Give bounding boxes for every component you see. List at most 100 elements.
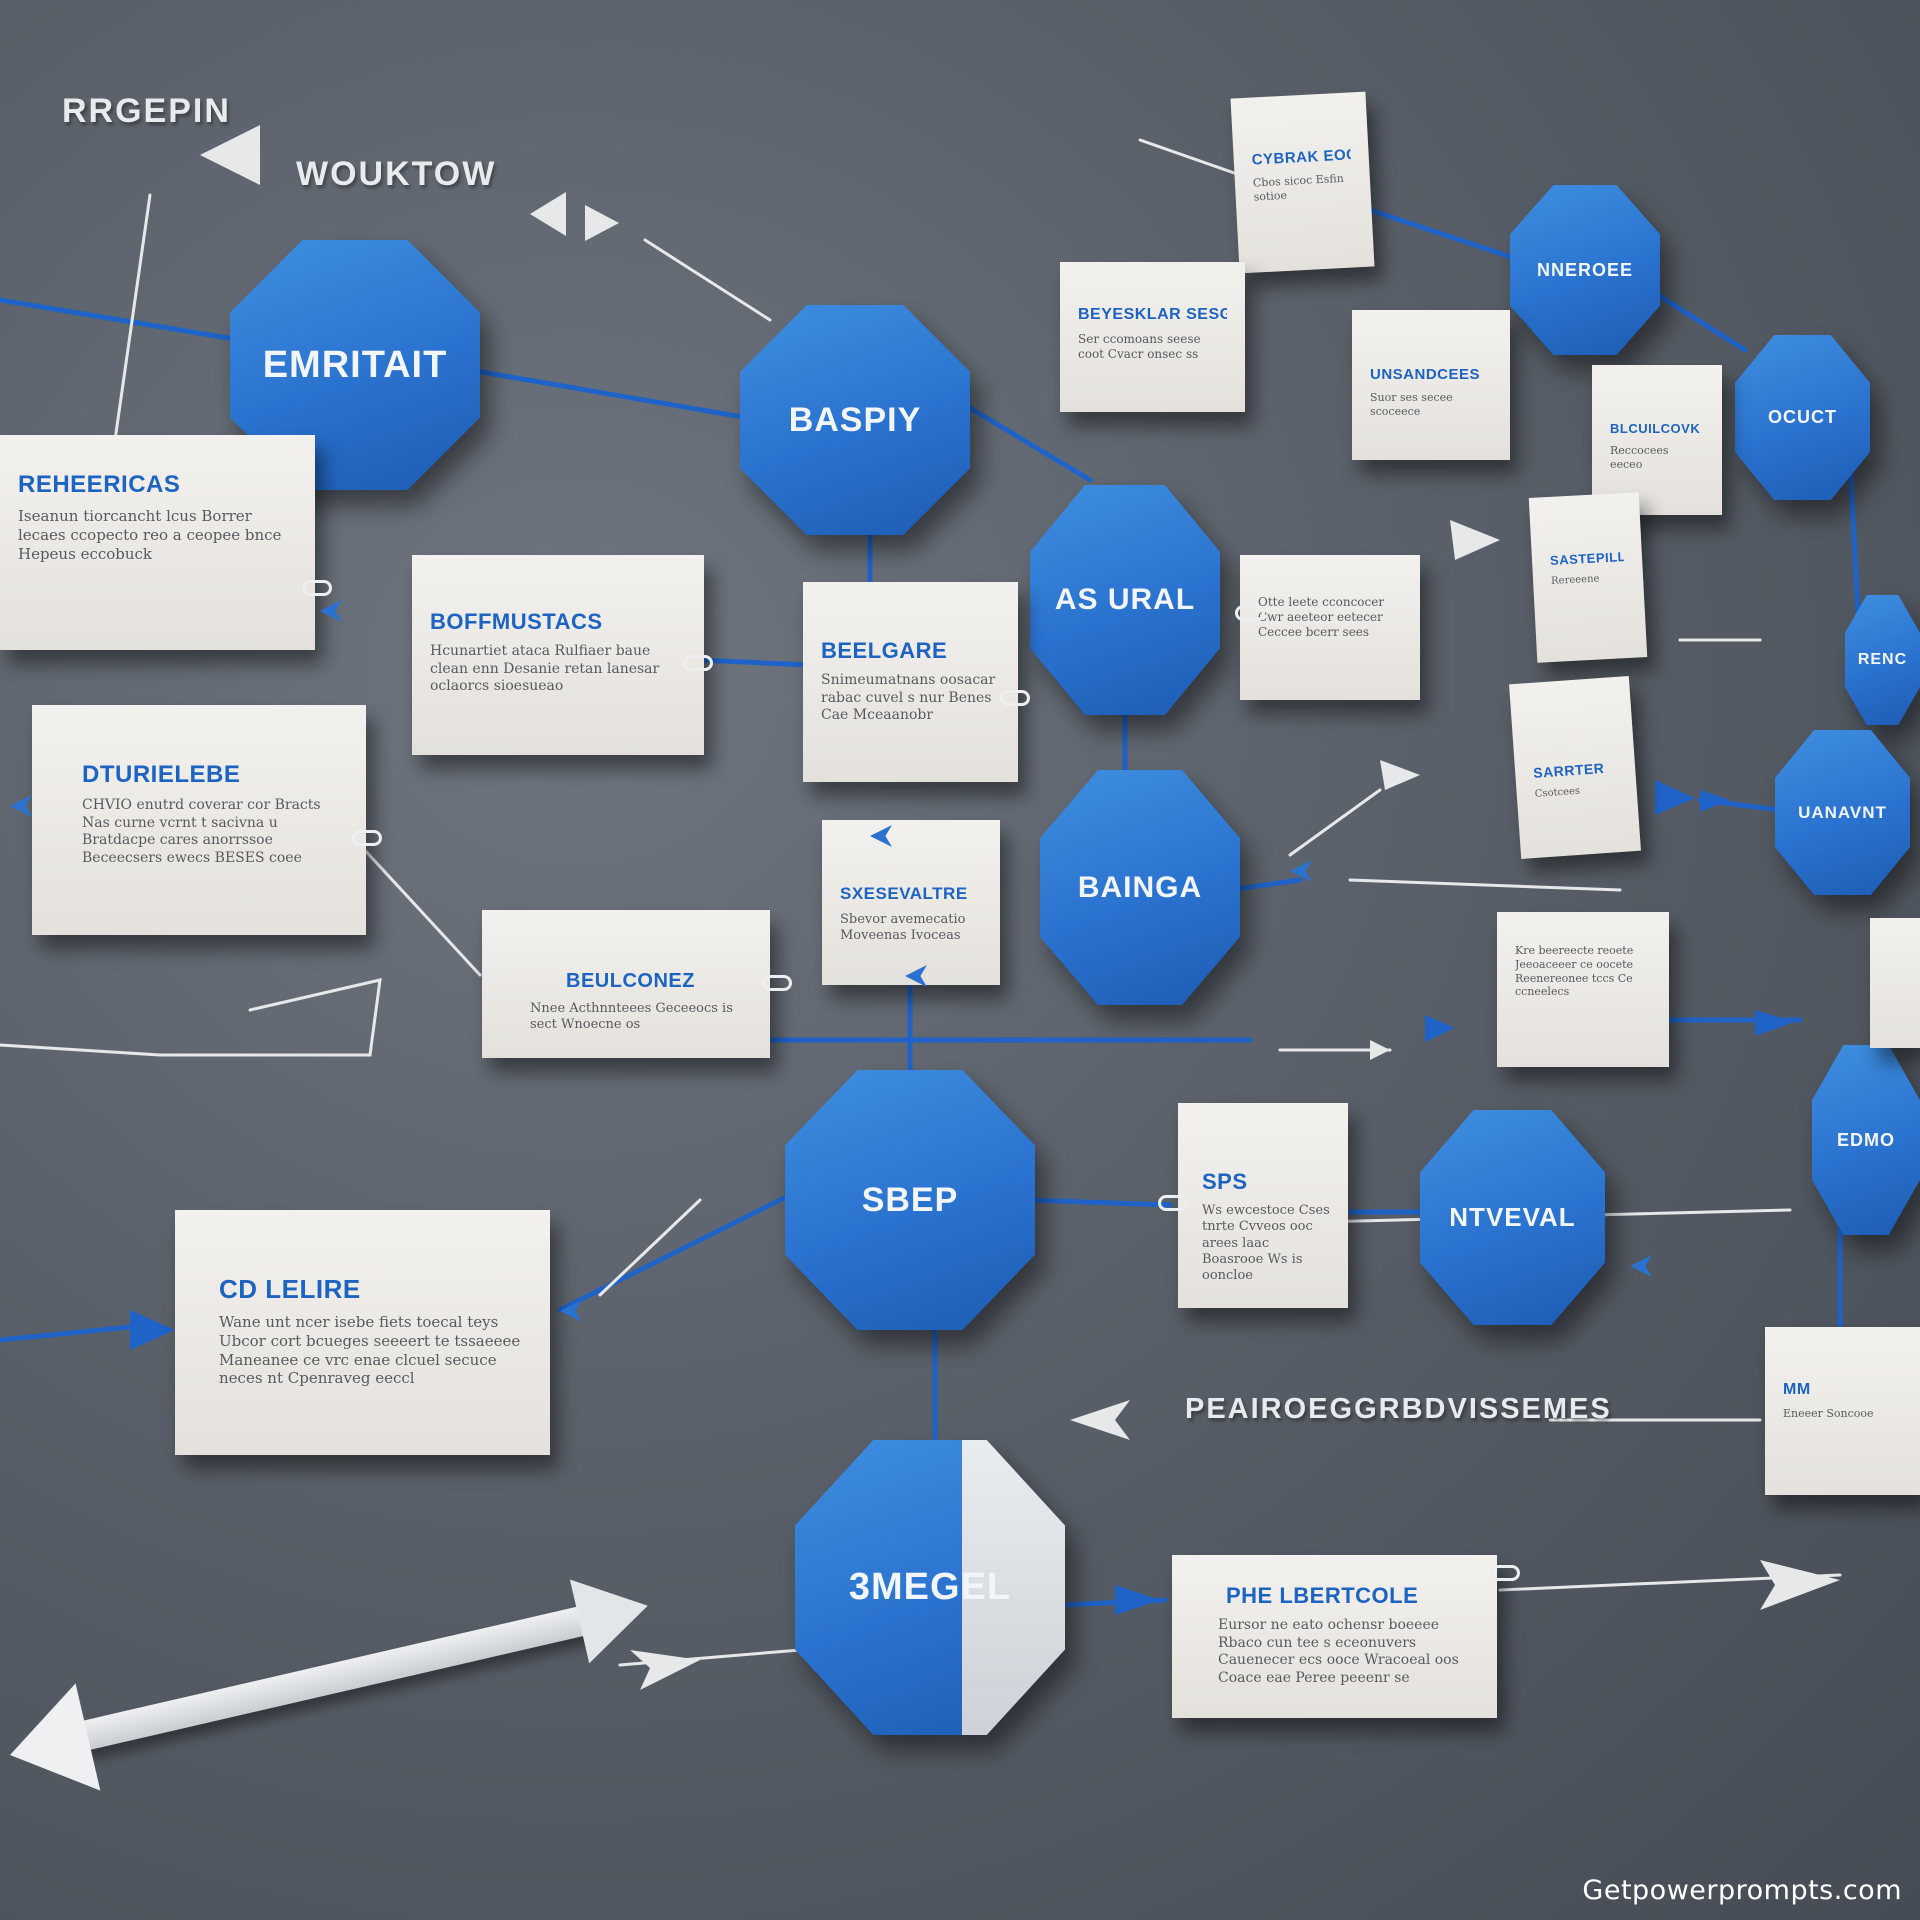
- card-title: BEYESKLAR SESG: [1078, 306, 1227, 323]
- arrowhead-blue-4: [1655, 780, 1695, 815]
- arrowhead-blue-2: [1755, 1010, 1795, 1036]
- wire-nneroee-ocuct: [1647, 287, 1748, 353]
- card-right-mid[interactable]: Kre beereecte reoete Jeeoaceeer ce oocet…: [1497, 912, 1669, 1067]
- node-nneroee[interactable]: NNEROEE: [1510, 185, 1660, 355]
- card-title: PHE LBERTCOLE: [1226, 1583, 1419, 1608]
- card-title: MM: [1783, 1381, 1811, 1398]
- heading-arrow-icon: [200, 125, 260, 185]
- small-arrow-icon: [585, 205, 619, 241]
- node-rene[interactable]: RENC: [1845, 595, 1920, 725]
- card-title: SXESEVALTRE: [840, 884, 968, 903]
- card-cd-lelire[interactable]: CD LELIRE Wane unt ncer isebe fiets toec…: [175, 1210, 550, 1455]
- card-dtureleebe[interactable]: DTURIELEBE CHVIO enutrd coverar cor Brac…: [32, 705, 366, 935]
- card-body: Otte leete cconcocer Cwr aeeteor eetecer…: [1258, 595, 1385, 639]
- card-body: Ser ccomoans seese coot Cvacr onsec ss: [1078, 332, 1201, 361]
- node-baspiy[interactable]: BASPIY: [740, 305, 970, 535]
- card-title: REHEERICAS: [18, 471, 181, 498]
- wire-white-5: [1288, 788, 1382, 857]
- wire-sbep-sps: [1027, 1197, 1173, 1208]
- card-body: Suor ses secee scoceece: [1370, 391, 1453, 418]
- wire-white-13: [1138, 138, 1242, 177]
- wire-boff-beelgare: [697, 657, 813, 668]
- arrowhead-white-5: [1380, 760, 1420, 790]
- card-edge-right: [1870, 918, 1920, 1048]
- wire-nneroee: [1367, 207, 1523, 263]
- paperclip-icon: [1490, 1565, 1520, 1581]
- paperclip-icon: [1158, 1195, 1188, 1211]
- arrowhead-blue-5: [130, 1310, 175, 1350]
- node-ocuct[interactable]: OCUCT: [1735, 335, 1870, 500]
- wire-white-6: [1348, 878, 1622, 892]
- node-ntveval[interactable]: NTVEVAL: [1420, 1110, 1605, 1325]
- paperclip-icon: [352, 830, 382, 846]
- arrowhead-white-1: [1760, 1560, 1840, 1610]
- card-as-usual-side[interactable]: Otte leete cconcocer Cwr aeeteor eetecer…: [1240, 555, 1420, 700]
- card-body: Sbevor avemecatio Moveenas Ivoceas: [840, 912, 966, 944]
- card-beulconez[interactable]: BEULCONEZ Nnee Acthnnteees Geceeocs is s…: [482, 910, 770, 1058]
- card-sps[interactable]: SPS Ws ewcestoce Cses tnrte Cvveos ooc a…: [1178, 1103, 1348, 1308]
- card-title: CYBRAK EOCIC: [1251, 146, 1352, 169]
- arrowhead-blue-1: [1425, 1015, 1455, 1042]
- wire-white-4: [358, 843, 482, 977]
- heading-top-left-2: WOUKTOW: [296, 155, 497, 193]
- card-body: Cbos sicoc Esfin sotioe: [1252, 171, 1345, 204]
- card-body: Ws ewcestoce Cses tnrte Cvveos ooc arees…: [1202, 1203, 1330, 1283]
- card-sxesevaltre[interactable]: SXESEVALTRE Sbevor avemecatio Moveenas I…: [822, 820, 1000, 985]
- card-cybrak-eocic[interactable]: CYBRAK EOCIC Cbos sicoc Esfin sotioe: [1230, 91, 1375, 274]
- small-arrow-icon: [530, 192, 566, 236]
- arrowhead-white-6: [1450, 520, 1500, 560]
- card-body: Kre beereecte reoete Jeeoaceeer ce oocet…: [1515, 944, 1634, 999]
- card-body: Reccocees eeceo: [1610, 444, 1669, 471]
- heading-bottom-right: PEAIROEGGRBDVISSEMES: [1185, 1393, 1612, 1425]
- card-body: Hcunartiet ataca Rulfiaer baue clean enn…: [430, 643, 660, 694]
- card-right-bottom[interactable]: MM Eneeer Soncooe: [1765, 1327, 1920, 1495]
- wire-bainga-right: [1227, 877, 1303, 893]
- card-sarrter[interactable]: SARRTER Csotcees: [1509, 676, 1641, 859]
- arrowhead-white-3: [1070, 1400, 1130, 1440]
- wire-emritait-baspiy: [467, 367, 763, 423]
- card-body: Nnee Acthnnteees Geceeocs is sect Wnoecn…: [530, 1001, 733, 1033]
- card-body: CHVIO enutrd coverar cor Bracts Nas curn…: [82, 797, 321, 866]
- wire-white-1: [113, 193, 152, 442]
- heading-top-left-1: RRGEPIN: [62, 92, 231, 130]
- card-boffmustacs[interactable]: BOFFMUSTACS Hcunartiet ataca Rulfiaer ba…: [412, 555, 704, 755]
- card-title: BOFFMUSTACS: [430, 609, 603, 634]
- watermark: Getpowerprompts.com: [1582, 1875, 1902, 1906]
- node-as-ural[interactable]: AS URAL: [1030, 485, 1220, 715]
- card-title: SASTEPILL: [1549, 549, 1625, 568]
- paperclip-icon: [1000, 690, 1030, 706]
- card-title: CD LELIRE: [219, 1274, 361, 1304]
- wire-left-to-emritait: [0, 297, 243, 343]
- paperclip-icon: [762, 975, 792, 991]
- card-beyesklar-sesg[interactable]: BEYESKLAR SESG Ser ccomoans seese coot C…: [1060, 262, 1245, 412]
- wire-cdlelire-sbep: [557, 1192, 793, 1313]
- card-body: Eursor ne eato ochensr boeeee Rbaco cun …: [1218, 1617, 1459, 1686]
- card-reheericas[interactable]: REHEERICAS Iseanun tiorcancht lcus Borre…: [0, 435, 315, 650]
- card-title: DTURIELEBE: [82, 761, 241, 788]
- card-blcuilcovk[interactable]: BLCUILCOVK Reccocees eeceo: [1592, 365, 1722, 515]
- card-body: Rereeene: [1550, 573, 1600, 587]
- arrowhead-white-4: [1370, 1040, 1390, 1060]
- node-sbep[interactable]: SBEP: [785, 1070, 1035, 1330]
- arrowhead-white-2: [630, 1650, 700, 1690]
- wire-left-cdlelire: [0, 1322, 153, 1343]
- card-unsandcees[interactable]: UNSANDCEES Suor ses secee scoceece: [1352, 310, 1510, 460]
- card-beelgare[interactable]: BEELGARE Snimeumatnans oosacar rabac cuv…: [803, 582, 1018, 782]
- card-title: SARRTER: [1532, 759, 1605, 781]
- node-smegel[interactable]: 3MEGEL: [795, 1440, 1065, 1735]
- card-body: Csotcees: [1534, 785, 1581, 800]
- node-bainga[interactable]: BAINGA: [1040, 770, 1240, 1005]
- card-sastepill[interactable]: SASTEPILL Rereeene: [1528, 492, 1648, 663]
- node-uanavnt[interactable]: UANAVNT: [1775, 730, 1910, 895]
- paperclip-icon: [683, 655, 713, 671]
- card-body: Wane unt ncer isebe fiets toecal teys Ub…: [219, 1313, 521, 1388]
- card-body: Iseanun tiorcancht lcus Borrer lecaes cc…: [18, 507, 282, 563]
- card-title: UNSANDCEES: [1370, 366, 1481, 383]
- card-title: BEELGARE: [821, 638, 948, 663]
- node-edmo[interactable]: EDMO: [1812, 1045, 1920, 1235]
- wire-white-3: [0, 978, 382, 1057]
- card-body: Eneeer Soncooe: [1783, 1407, 1874, 1420]
- wire-white-11: [598, 1198, 702, 1297]
- card-phe-lbertcole[interactable]: PHE LBERTCOLE Eursor ne eato ochensr boe…: [1172, 1555, 1497, 1718]
